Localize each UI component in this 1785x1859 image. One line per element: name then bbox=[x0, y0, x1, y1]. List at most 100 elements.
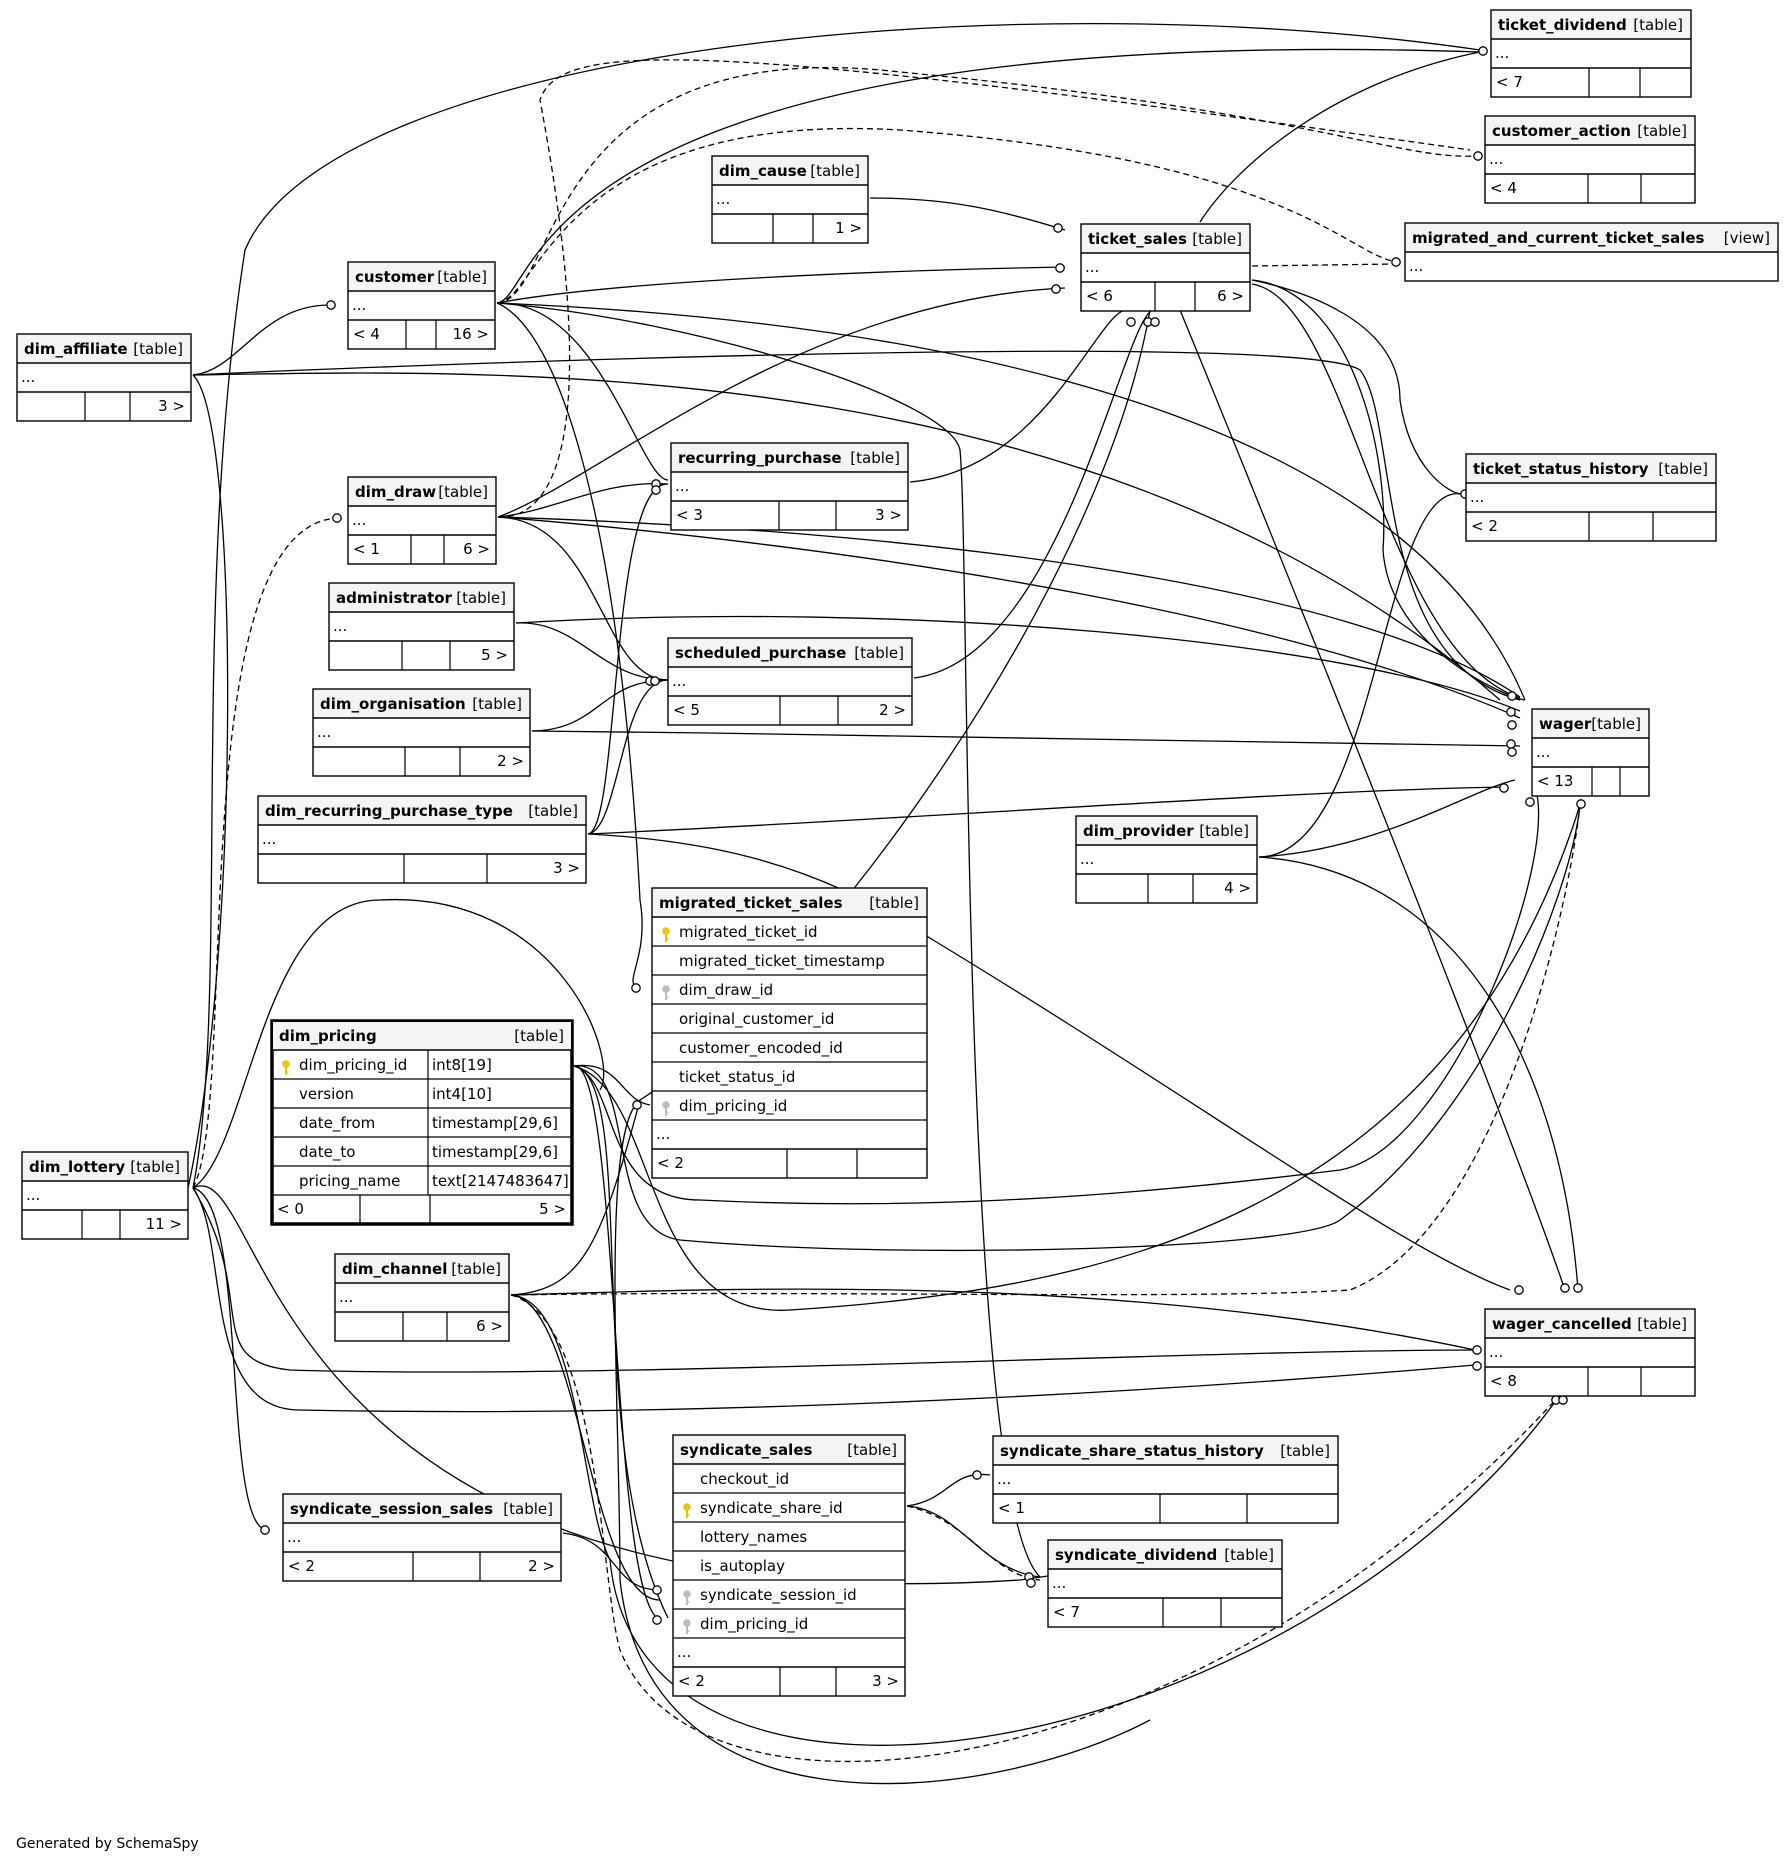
table-kind: [table] bbox=[869, 894, 919, 912]
relationship-line bbox=[573, 1065, 669, 1619]
child-count: 3 > bbox=[872, 1672, 899, 1690]
table-dim-provider[interactable]: dim_provider[table]...4 > bbox=[1075, 815, 1258, 904]
column-type: int4[10] bbox=[432, 1085, 492, 1103]
table-wager-cancelled[interactable]: wager_cancelled[table]...< 8 bbox=[1484, 1308, 1696, 1397]
table-ticket-status-history[interactable]: ticket_status_history[table]...< 2 bbox=[1465, 453, 1717, 542]
relationship-line bbox=[497, 59, 1471, 518]
table-syndicate-sales[interactable]: syndicate_sales[table]checkout_idsyndica… bbox=[672, 1434, 906, 1697]
relationship-line bbox=[1251, 283, 1521, 699]
child-count: 1 > bbox=[835, 219, 862, 237]
more-columns-indicator: ... bbox=[1470, 488, 1484, 506]
table-name: dim_cause bbox=[719, 162, 807, 180]
more-columns-indicator: ... bbox=[352, 511, 366, 529]
relationship-line bbox=[496, 66, 1476, 304]
column-name: customer_encoded_id bbox=[679, 1039, 843, 1058]
table-syndicate-share-status-history[interactable]: syndicate_share_status_history[table]...… bbox=[992, 1435, 1339, 1524]
table-kind: [table] bbox=[1280, 1442, 1330, 1460]
relationship-line bbox=[496, 302, 669, 481]
table-kind: [table] bbox=[130, 1158, 180, 1176]
relationship-line bbox=[496, 266, 1066, 304]
table-wager[interactable]: wager[table]...< 13 bbox=[1531, 708, 1650, 797]
relationship-line bbox=[192, 1187, 1476, 1373]
relationship-line bbox=[192, 1187, 271, 1531]
relationship-line bbox=[906, 1505, 1041, 1581]
parent-count: < 8 bbox=[1490, 1372, 1517, 1390]
relationship-line bbox=[510, 1099, 641, 1296]
relationship-line bbox=[510, 1288, 1476, 1351]
cardinality-marker bbox=[1514, 1285, 1524, 1295]
child-count: 2 > bbox=[497, 752, 524, 770]
table-syndicate-dividend[interactable]: syndicate_dividend[table]...< 7 bbox=[1047, 1539, 1283, 1628]
child-count: 2 > bbox=[879, 701, 906, 719]
table-kind: [table] bbox=[451, 1260, 501, 1278]
cardinality-marker bbox=[1558, 1395, 1568, 1405]
cardinality-marker bbox=[1051, 284, 1061, 294]
column-type: timestamp[29,6] bbox=[432, 1143, 558, 1161]
foreign-key-icon bbox=[662, 985, 670, 1000]
relationship-line bbox=[510, 1294, 1561, 1763]
table-header-bg bbox=[314, 690, 529, 718]
table-header-bg bbox=[1467, 455, 1715, 483]
more-columns-indicator: ... bbox=[997, 1470, 1011, 1488]
cardinality-marker bbox=[1573, 1283, 1583, 1293]
cardinality-marker bbox=[1507, 747, 1517, 757]
cardinality-marker bbox=[1126, 317, 1136, 327]
table-name: migrated_ticket_sales bbox=[659, 894, 843, 912]
relationship-line bbox=[913, 309, 1153, 679]
relationship-line bbox=[187, 374, 229, 1189]
tables-layer: dim_affiliate[table]...3 > customer[table… bbox=[16, 9, 1779, 1697]
cardinality-marker bbox=[1055, 263, 1065, 273]
more-columns-indicator: ... bbox=[262, 830, 276, 848]
parent-count: < 13 bbox=[1537, 772, 1573, 790]
table-administrator[interactable]: administrator[table]...5 > bbox=[328, 582, 515, 671]
table-dim-cause[interactable]: dim_cause[table]...1 > bbox=[711, 155, 869, 244]
relationship-line bbox=[573, 804, 1581, 1252]
table-header-bg bbox=[349, 478, 495, 506]
cardinality-marker bbox=[1026, 1578, 1036, 1588]
table-dim-recurring-purchase-type[interactable]: dim_recurring_purchase_type[table]...3 > bbox=[257, 795, 587, 884]
table-customer-action[interactable]: customer_action[table]...< 4 bbox=[1484, 115, 1696, 204]
table-migrated-and-current-ticket-sales[interactable]: migrated_and_current_ticket_sales[view].… bbox=[1404, 222, 1779, 282]
column-name: date_from bbox=[299, 1114, 375, 1133]
table-box bbox=[672, 1434, 906, 1697]
table-name: administrator bbox=[336, 589, 453, 607]
column-name: date_to bbox=[299, 1143, 355, 1162]
table-migrated-ticket-sales[interactable]: migrated_ticket_sales [table] migrated_tic… bbox=[651, 887, 928, 1179]
relationship-line bbox=[510, 804, 1581, 1296]
table-header-bg bbox=[713, 157, 867, 185]
table-dim-channel[interactable]: dim_channel[table]...6 > bbox=[334, 1253, 510, 1342]
table-name: migrated_and_current_ticket_sales bbox=[1412, 229, 1705, 247]
table-dim-lottery[interactable]: dim_lottery[table]...11 > bbox=[21, 1151, 189, 1240]
table-kind: [table] bbox=[438, 483, 488, 501]
parent-count: < 2 bbox=[657, 1154, 684, 1172]
table-header-bg bbox=[284, 1495, 560, 1523]
foreign-key-icon bbox=[683, 1619, 691, 1634]
primary-key-icon bbox=[683, 1503, 691, 1518]
table-kind: [table] bbox=[472, 695, 522, 713]
column-name: ticket_status_id bbox=[679, 1068, 795, 1087]
table-ticket-dividend[interactable]: ticket_dividend[table]...< 7 bbox=[1490, 9, 1692, 98]
table-header-bg bbox=[273, 1022, 571, 1050]
child-count: 6 > bbox=[1217, 287, 1244, 305]
parent-count: < 1 bbox=[353, 540, 380, 558]
table-kind: [table] bbox=[1591, 715, 1641, 733]
table-kind: [table] bbox=[514, 1027, 564, 1045]
cardinality-marker bbox=[1525, 797, 1535, 807]
column-name: migrated_ticket_timestamp bbox=[679, 952, 885, 971]
table-dim-affiliate[interactable]: dim_affiliate[table]...3 > bbox=[16, 333, 192, 422]
cardinality-marker bbox=[1499, 783, 1509, 793]
relationship-line bbox=[1251, 279, 1463, 495]
table-name: dim_channel bbox=[342, 1260, 447, 1278]
table-dim-organisation[interactable]: dim_organisation[table]...2 > bbox=[312, 688, 531, 777]
table-header-bg bbox=[1406, 224, 1777, 252]
table-header-bg bbox=[336, 1255, 508, 1283]
relationship-line bbox=[1199, 51, 1481, 223]
